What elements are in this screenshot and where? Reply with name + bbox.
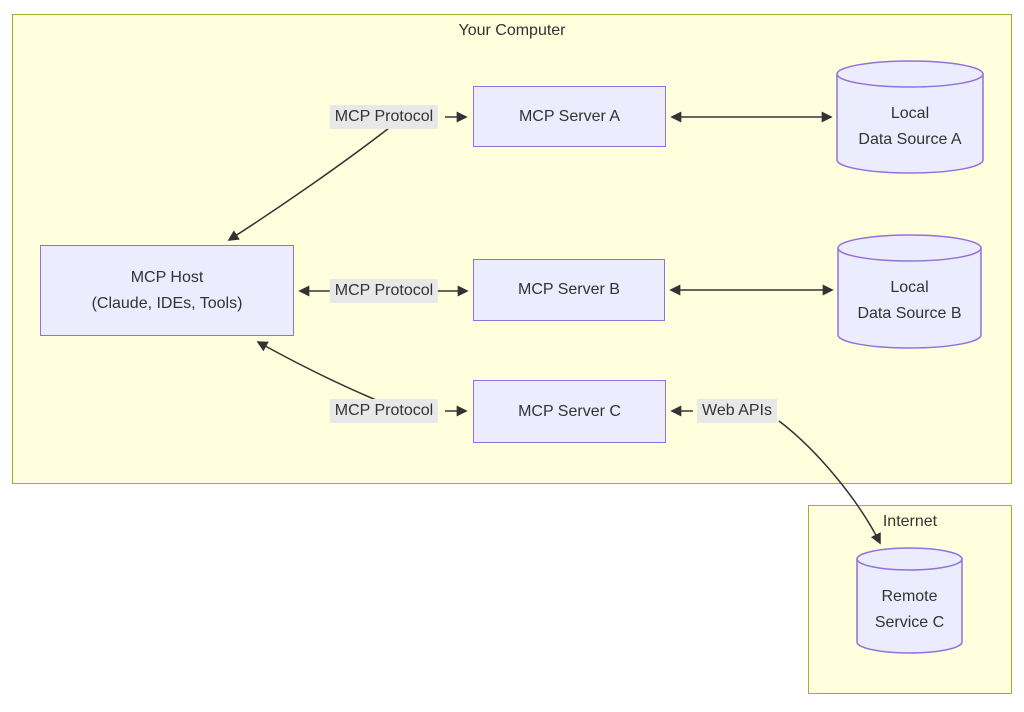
mcp-protocol-label-a: MCP Protocol: [329, 105, 439, 129]
mcp-host-title: MCP Host: [130, 268, 204, 286]
local-data-source-a-line1: Local: [890, 105, 930, 122]
mcp-server-b-node: MCP Server B: [473, 259, 665, 321]
mcp-server-a-node: MCP Server A: [473, 86, 666, 147]
mcp-host-subtitle: (Claude, IDEs, Tools): [91, 294, 243, 312]
local-data-source-b-line1: Local: [890, 279, 929, 296]
internet-group: Internet: [808, 505, 1012, 694]
edge-host-server-c-curve: [256, 341, 377, 401]
local-data-source-b-label: Local Data Source B: [838, 261, 981, 341]
local-data-source-b-line2: Data Source B: [857, 305, 962, 322]
your-computer-label: Your Computer: [458, 22, 566, 39]
local-data-source-a-label: Local Data Source A: [837, 87, 983, 167]
mcp-protocol-label-c: MCP Protocol: [329, 399, 439, 423]
mcp-server-a-label: MCP Server A: [518, 107, 621, 125]
internet-label: Internet: [882, 513, 938, 530]
remote-service-c-line2: Service C: [874, 613, 945, 631]
remote-service-c-line1: Remote: [881, 587, 938, 605]
mcp-protocol-label-b: MCP Protocol: [329, 279, 439, 303]
edge-host-server-a-curve: [227, 127, 390, 241]
local-data-source-a-cylinder: [836, 60, 984, 174]
mcp-host-node: MCP Host (Claude, IDEs, Tools): [40, 245, 294, 336]
mcp-server-c-label: MCP Server C: [518, 402, 621, 420]
edge-webapis-remote-service: [778, 420, 881, 545]
local-data-source-b-cylinder: [837, 234, 982, 349]
mcp-server-b-label: MCP Server B: [518, 281, 620, 298]
mcp-server-c-node: MCP Server C: [473, 380, 666, 443]
remote-service-c-cylinder: [856, 547, 963, 654]
remote-service-c-label: Remote Service C: [857, 572, 962, 647]
local-data-source-a-line2: Data Source A: [858, 131, 962, 148]
web-apis-label: Web APIs: [697, 399, 777, 423]
